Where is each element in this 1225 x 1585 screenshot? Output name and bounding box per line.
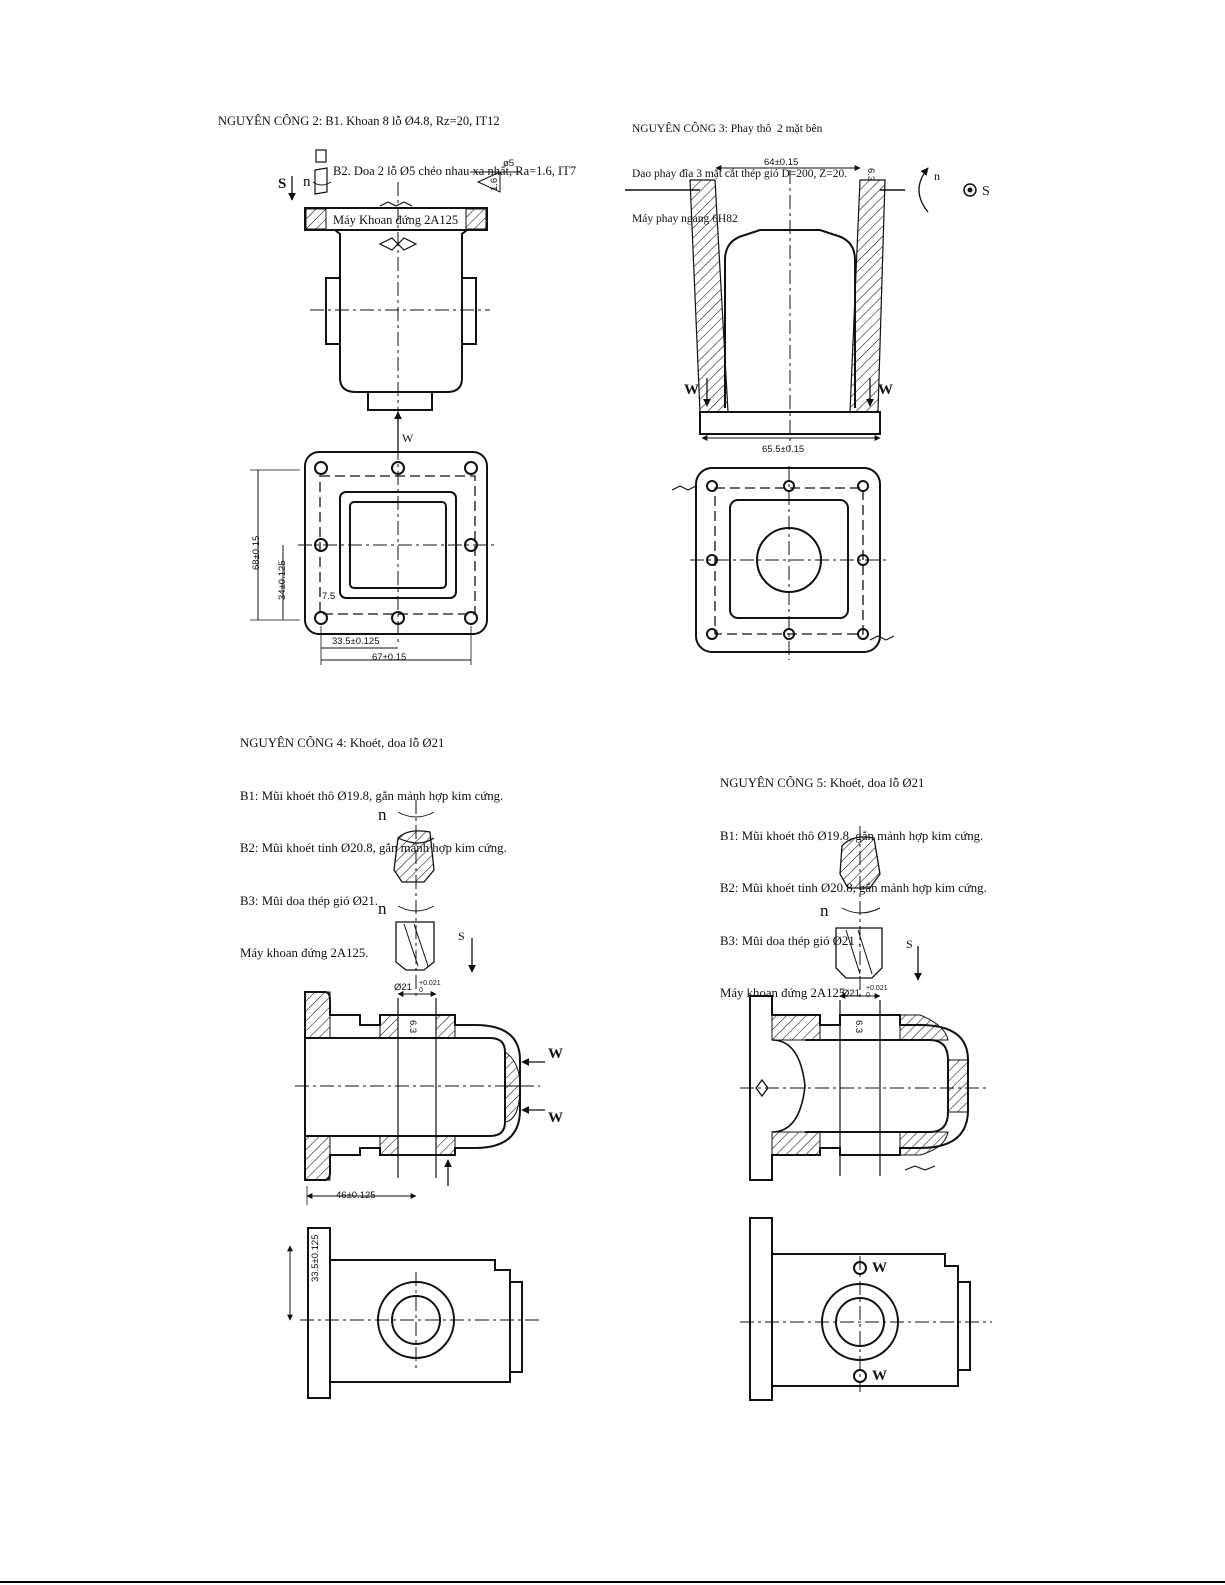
- op4-tol: +0.021: [419, 980, 441, 987]
- op2-dim-68: 68±0.15: [251, 536, 262, 570]
- op2-w-label: W: [402, 431, 414, 445]
- op3-notes: NGUYÊN CÔNG 3: Phay thô 2 mặt bên Dao ph…: [632, 92, 847, 242]
- op3-rz: 6.3: [865, 168, 876, 181]
- op2-line3: Máy Khoan đứng 2A125: [333, 213, 459, 227]
- op5-n2: n: [820, 901, 829, 920]
- op5-notes: NGUYÊN CÔNG 5: Khoét, doa lỗ Ø21 B1: Mũi…: [720, 740, 987, 1020]
- op2-side-view: [288, 149, 520, 450]
- op2-n-label: n: [303, 174, 311, 190]
- op5-plan-view: [740, 1217, 992, 1401]
- op4-line5: Máy khoan đứng 2A125.: [240, 946, 369, 960]
- labels: ø5 1.6 S n W 68±0.15 34±0.125 7.5 33.5±0…: [251, 157, 990, 1384]
- op5-s: S: [906, 937, 913, 951]
- op5-drawing: [740, 826, 992, 1401]
- op2-dim-7-5: 7.5: [322, 591, 335, 602]
- op3-line1: NGUYÊN CÔNG 3: Phay thô 2 mặt bên: [632, 123, 823, 135]
- op4-h: 33.5±0.125: [310, 1235, 321, 1282]
- op4-line1: NGUYÊN CÔNG 4: Khoét, doa lỗ Ø21: [240, 736, 445, 750]
- op5-tol: +0.021: [866, 985, 888, 992]
- op5-bore: Ø21: [842, 988, 860, 999]
- op5-w1: W: [872, 1260, 887, 1276]
- op3-drawing: [625, 165, 977, 660]
- op2-line2: B2. Doa 2 lỗ Ø5 chéo nhau xa nhất, Ra=1.…: [333, 163, 577, 178]
- op2-s-label: S: [278, 176, 286, 192]
- op3-dim-65-5: 65.5±0.15: [762, 444, 804, 455]
- op3-w-right: W: [878, 382, 893, 398]
- op5-line4: B3: Mũi doa thép gió Ø21 .: [720, 933, 862, 948]
- op5-rz: 6.3: [853, 1020, 864, 1033]
- op4-n1: n: [378, 805, 387, 824]
- op2-dim-67: 67±0.15: [372, 652, 406, 663]
- op4-bore: Ø21: [394, 982, 412, 993]
- op4-line4: B3: Mũi doa thép gió Ø21.: [240, 893, 378, 908]
- op5-line2: B1: Mũi khoét thô Ø19.8, gắn mảnh hợp ki…: [720, 828, 984, 843]
- op5-line5: Máy khoan đứng 2A125.: [720, 986, 849, 1000]
- op2-notes: NGUYÊN CÔNG 2: B1. Khoan 8 lỗ Ø4.8, Rz=2…: [218, 80, 576, 245]
- op4-n2: n: [378, 899, 387, 918]
- op3-dim-64: 64±0.15: [764, 157, 798, 168]
- op4-len: 46±0.125: [336, 1190, 376, 1201]
- op4-w2: W: [548, 1110, 563, 1126]
- op2-dim-d5: ø5: [503, 158, 514, 169]
- op3-w-left: W: [684, 382, 699, 398]
- op4-w1: W: [548, 1046, 563, 1062]
- op4-tol0: 0: [419, 987, 423, 994]
- page-bottom-rule: [0, 1581, 1225, 1583]
- op2-plan-view: [250, 446, 494, 665]
- op5-line1: NGUYÊN CÔNG 5: Khoét, doa lỗ Ø21: [720, 776, 925, 790]
- op4-plan-view: [287, 1227, 540, 1399]
- op2-drawing: [250, 149, 520, 665]
- op3-s-label: S: [982, 184, 990, 199]
- op4-rz: 6.3: [407, 1020, 418, 1033]
- op2-dim-34: 34±0.125: [277, 560, 288, 600]
- op2-ra: 1.6: [489, 178, 500, 191]
- op4-line2: B1: Mũi khoét thô Ø19.8, gắn mảnh hợp ki…: [240, 788, 504, 803]
- op3-plan-view: [671, 466, 895, 660]
- op4-drawing: [287, 800, 545, 1399]
- op4-s: S: [458, 929, 465, 943]
- op2-line1: NGUYÊN CÔNG 2: B1. Khoan 8 lỗ Ø4.8, Rz=2…: [218, 114, 500, 128]
- op2-dim-33-5: 33.5±0.125: [332, 636, 379, 647]
- op3-n-label: n: [934, 169, 940, 183]
- op5-w2: W: [872, 1368, 887, 1384]
- op5-tol0: 0: [866, 992, 870, 999]
